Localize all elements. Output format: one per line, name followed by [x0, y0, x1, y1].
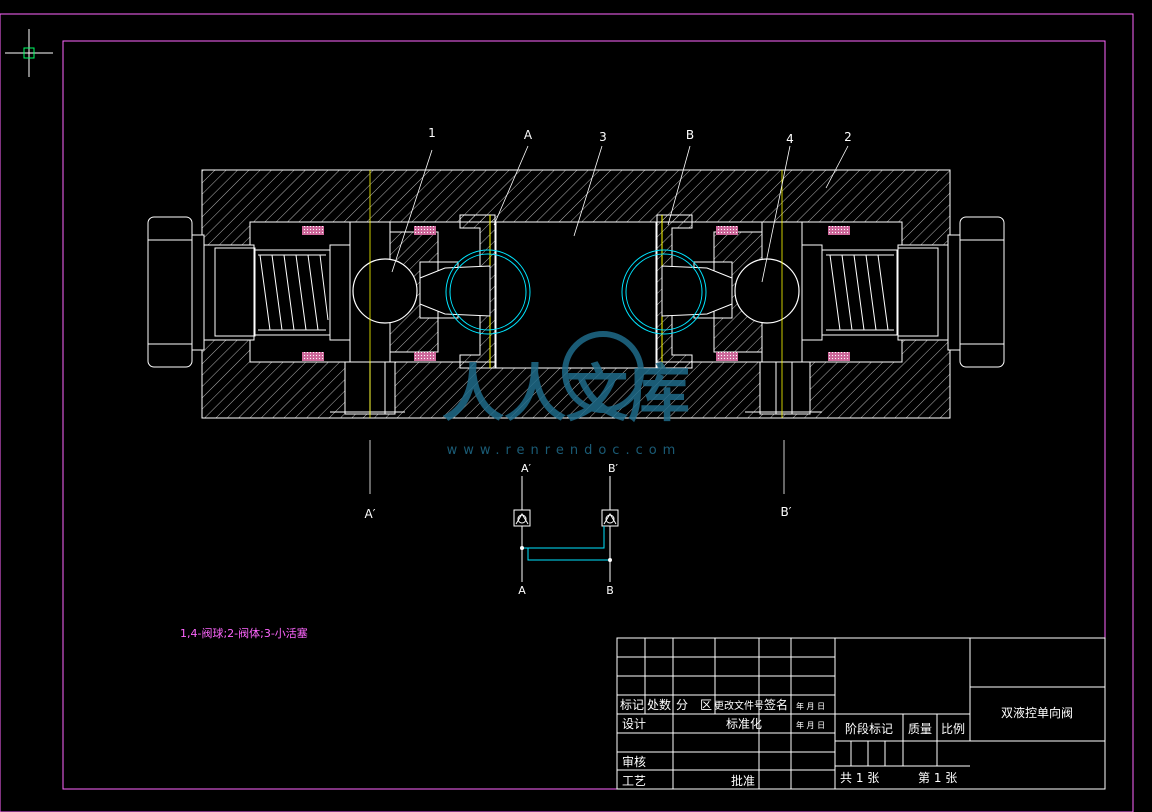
leader-lines [369, 145, 849, 494]
valve-section-view: 人人文库 www.renrendoc.com [147, 169, 1005, 458]
tb-review: 审核 [622, 754, 646, 769]
tb-zone: 分 区 [676, 698, 712, 712]
tb-mass: 质量 [908, 722, 932, 736]
inner-frame [62, 40, 1106, 790]
tb-mark: 标记 [620, 698, 644, 712]
schematic-label-a-prime: A′ [521, 462, 532, 475]
schematic-label-b-prime: B′ [608, 462, 619, 475]
tb-count: 处数 [647, 697, 671, 712]
tb-approve: 批准 [731, 773, 755, 788]
tb-stage-mark: 阶段标记 [845, 721, 893, 736]
tb-sheet-no: 第 1 张 [918, 771, 957, 785]
drawing-title: 双液控单向阀 [1001, 705, 1073, 720]
section-label-b-prime: B′ [781, 505, 792, 519]
crosshair-cursor-icon[interactable] [5, 29, 53, 77]
tb-total-sheets: 共 1 张 [840, 771, 879, 785]
callout-3: 3 [599, 130, 607, 144]
watermark-url: www.renrendoc.com [447, 443, 682, 458]
tb-standard: 标准化 [726, 717, 762, 731]
callout-2: 2 [844, 130, 852, 144]
tb-date: 年 月 日 [796, 701, 825, 711]
seal [302, 226, 324, 235]
tb-process: 工艺 [622, 774, 646, 788]
tb-sign: 签名 [764, 697, 788, 712]
callout-b: B [686, 128, 694, 142]
outer-frame [0, 13, 1134, 812]
schematic-label-a: A [518, 584, 526, 597]
hydraulic-schematic [513, 476, 619, 582]
tb-date2: 年 月 日 [796, 720, 825, 730]
callout-a: A [524, 128, 533, 142]
left-spring [254, 249, 331, 336]
callout-4: 4 [786, 132, 794, 146]
section-label-a-prime: A′ [365, 507, 376, 521]
schematic-label-b: B [606, 584, 614, 597]
watermark-text: 人人文库 [442, 357, 690, 430]
title-block [616, 637, 1106, 790]
left-valve-ball [352, 258, 418, 324]
tb-design: 设计 [622, 717, 646, 731]
right-valve-ball [734, 258, 800, 324]
tb-doc: 更改文件号 [714, 699, 764, 712]
parts-legend: 1,4-阀球;2-阀体;3-小活塞 [180, 626, 308, 640]
watermark: 人人文库 www.renrendoc.com [442, 331, 690, 458]
callout-1: 1 [428, 126, 436, 140]
tb-scale: 比例 [941, 722, 965, 736]
